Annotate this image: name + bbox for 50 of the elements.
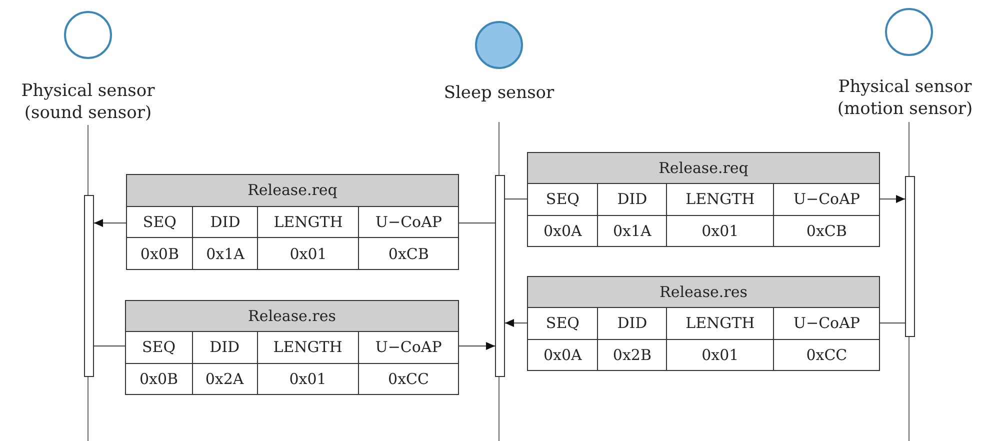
value-cell: 0x01 [257, 363, 359, 394]
header-cell: LENGTH [666, 184, 774, 216]
header-cell: SEQ [528, 308, 598, 340]
value-cell: 0xCC [774, 339, 880, 370]
message-table [126, 174, 459, 270]
header-cell: LENGTH [666, 308, 774, 340]
value-cell: 0x1A [192, 238, 258, 270]
participant-label: Physical sensor (sound sensor) [20, 80, 156, 124]
value-cell: 0x0A [528, 215, 598, 246]
header-cell: U−CoAP [774, 184, 880, 216]
header-cell: LENGTH [257, 332, 359, 364]
activation-bar [495, 175, 505, 377]
table-title-cell: Release.res [528, 276, 880, 308]
header-cell: LENGTH [258, 206, 359, 238]
table-title-cell: Release.req [126, 174, 458, 206]
value-cell: 0x01 [258, 238, 359, 270]
header-cell: SEQ [528, 184, 598, 216]
message-arrow [505, 319, 527, 327]
header-cell: DID [192, 206, 258, 238]
table-title-cell: Release.req [528, 152, 880, 184]
message-table [125, 300, 459, 395]
value-cell: 0x01 [666, 339, 774, 370]
value-cell: 0xCC [358, 363, 458, 394]
activation-bar [84, 195, 94, 377]
value-cell: 0xCB [358, 238, 458, 270]
message-arrow [459, 342, 495, 350]
value-cell: 0x1A [598, 215, 667, 246]
value-cell: 0x0A [528, 339, 598, 370]
message-table [527, 276, 880, 371]
header-cell: U−CoAP [358, 206, 458, 238]
table-title-cell: Release.res [126, 300, 458, 332]
message-arrow [94, 219, 126, 227]
header-cell: SEQ [126, 332, 192, 364]
value-cell: 0x2A [192, 363, 258, 394]
header-cell: DID [192, 332, 258, 364]
value-cell: 0x0B [126, 238, 193, 270]
header-cell: DID [598, 184, 667, 216]
value-cell: 0x0B [126, 363, 192, 394]
header-cell: SEQ [126, 206, 193, 238]
message-table [527, 152, 880, 247]
header-cell: DID [598, 308, 667, 340]
activation-bar [905, 176, 915, 337]
header-cell: U−CoAP [358, 332, 458, 364]
participant-label: Physical sensor (motion sensor) [836, 76, 974, 120]
participant-label: Sleep sensor [442, 82, 556, 104]
value-cell: 0x01 [666, 215, 774, 246]
value-cell: 0x2B [598, 339, 667, 370]
value-cell: 0xCB [774, 215, 880, 246]
header-cell: U−CoAP [774, 308, 880, 340]
message-arrow [880, 195, 905, 203]
